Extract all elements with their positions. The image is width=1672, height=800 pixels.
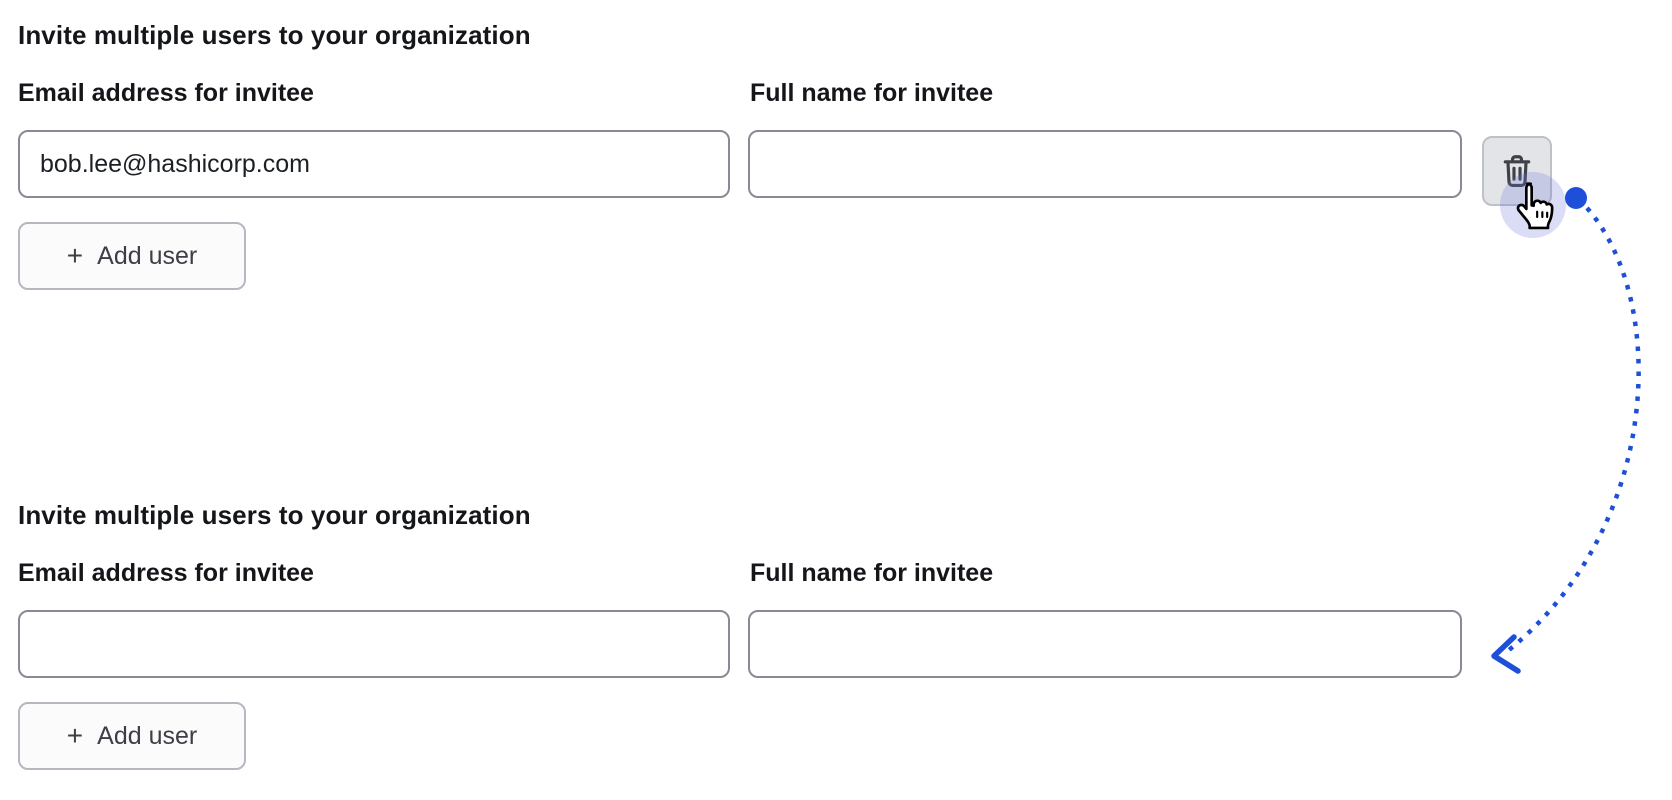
email-field[interactable] [18,610,730,678]
invite-form-after: Invite multiple users to your organizati… [0,500,1672,800]
add-user-button[interactable]: + Add user [18,702,246,770]
plus-icon: + [66,720,84,751]
invite-form-before: Invite multiple users to your organizati… [0,20,1672,320]
full-name-field[interactable] [748,130,1462,198]
add-user-button-label: Add user [97,241,198,270]
add-user-button[interactable]: + Add user [18,222,246,290]
plus-icon: + [66,240,84,271]
page-title: Invite multiple users to your organizati… [18,500,531,530]
full-name-field-label: Full name for invitee [750,79,994,107]
page-title: Invite multiple users to your organizati… [18,20,531,50]
full-name-field-label: Full name for invitee [750,559,994,587]
email-field-label: Email address for invitee [18,559,314,587]
full-name-field[interactable] [748,610,1462,678]
trash-icon [1498,152,1536,190]
delete-row-button[interactable] [1482,136,1552,206]
add-user-button-label: Add user [97,721,198,750]
email-field[interactable] [18,130,730,198]
email-field-label: Email address for invitee [18,79,314,107]
